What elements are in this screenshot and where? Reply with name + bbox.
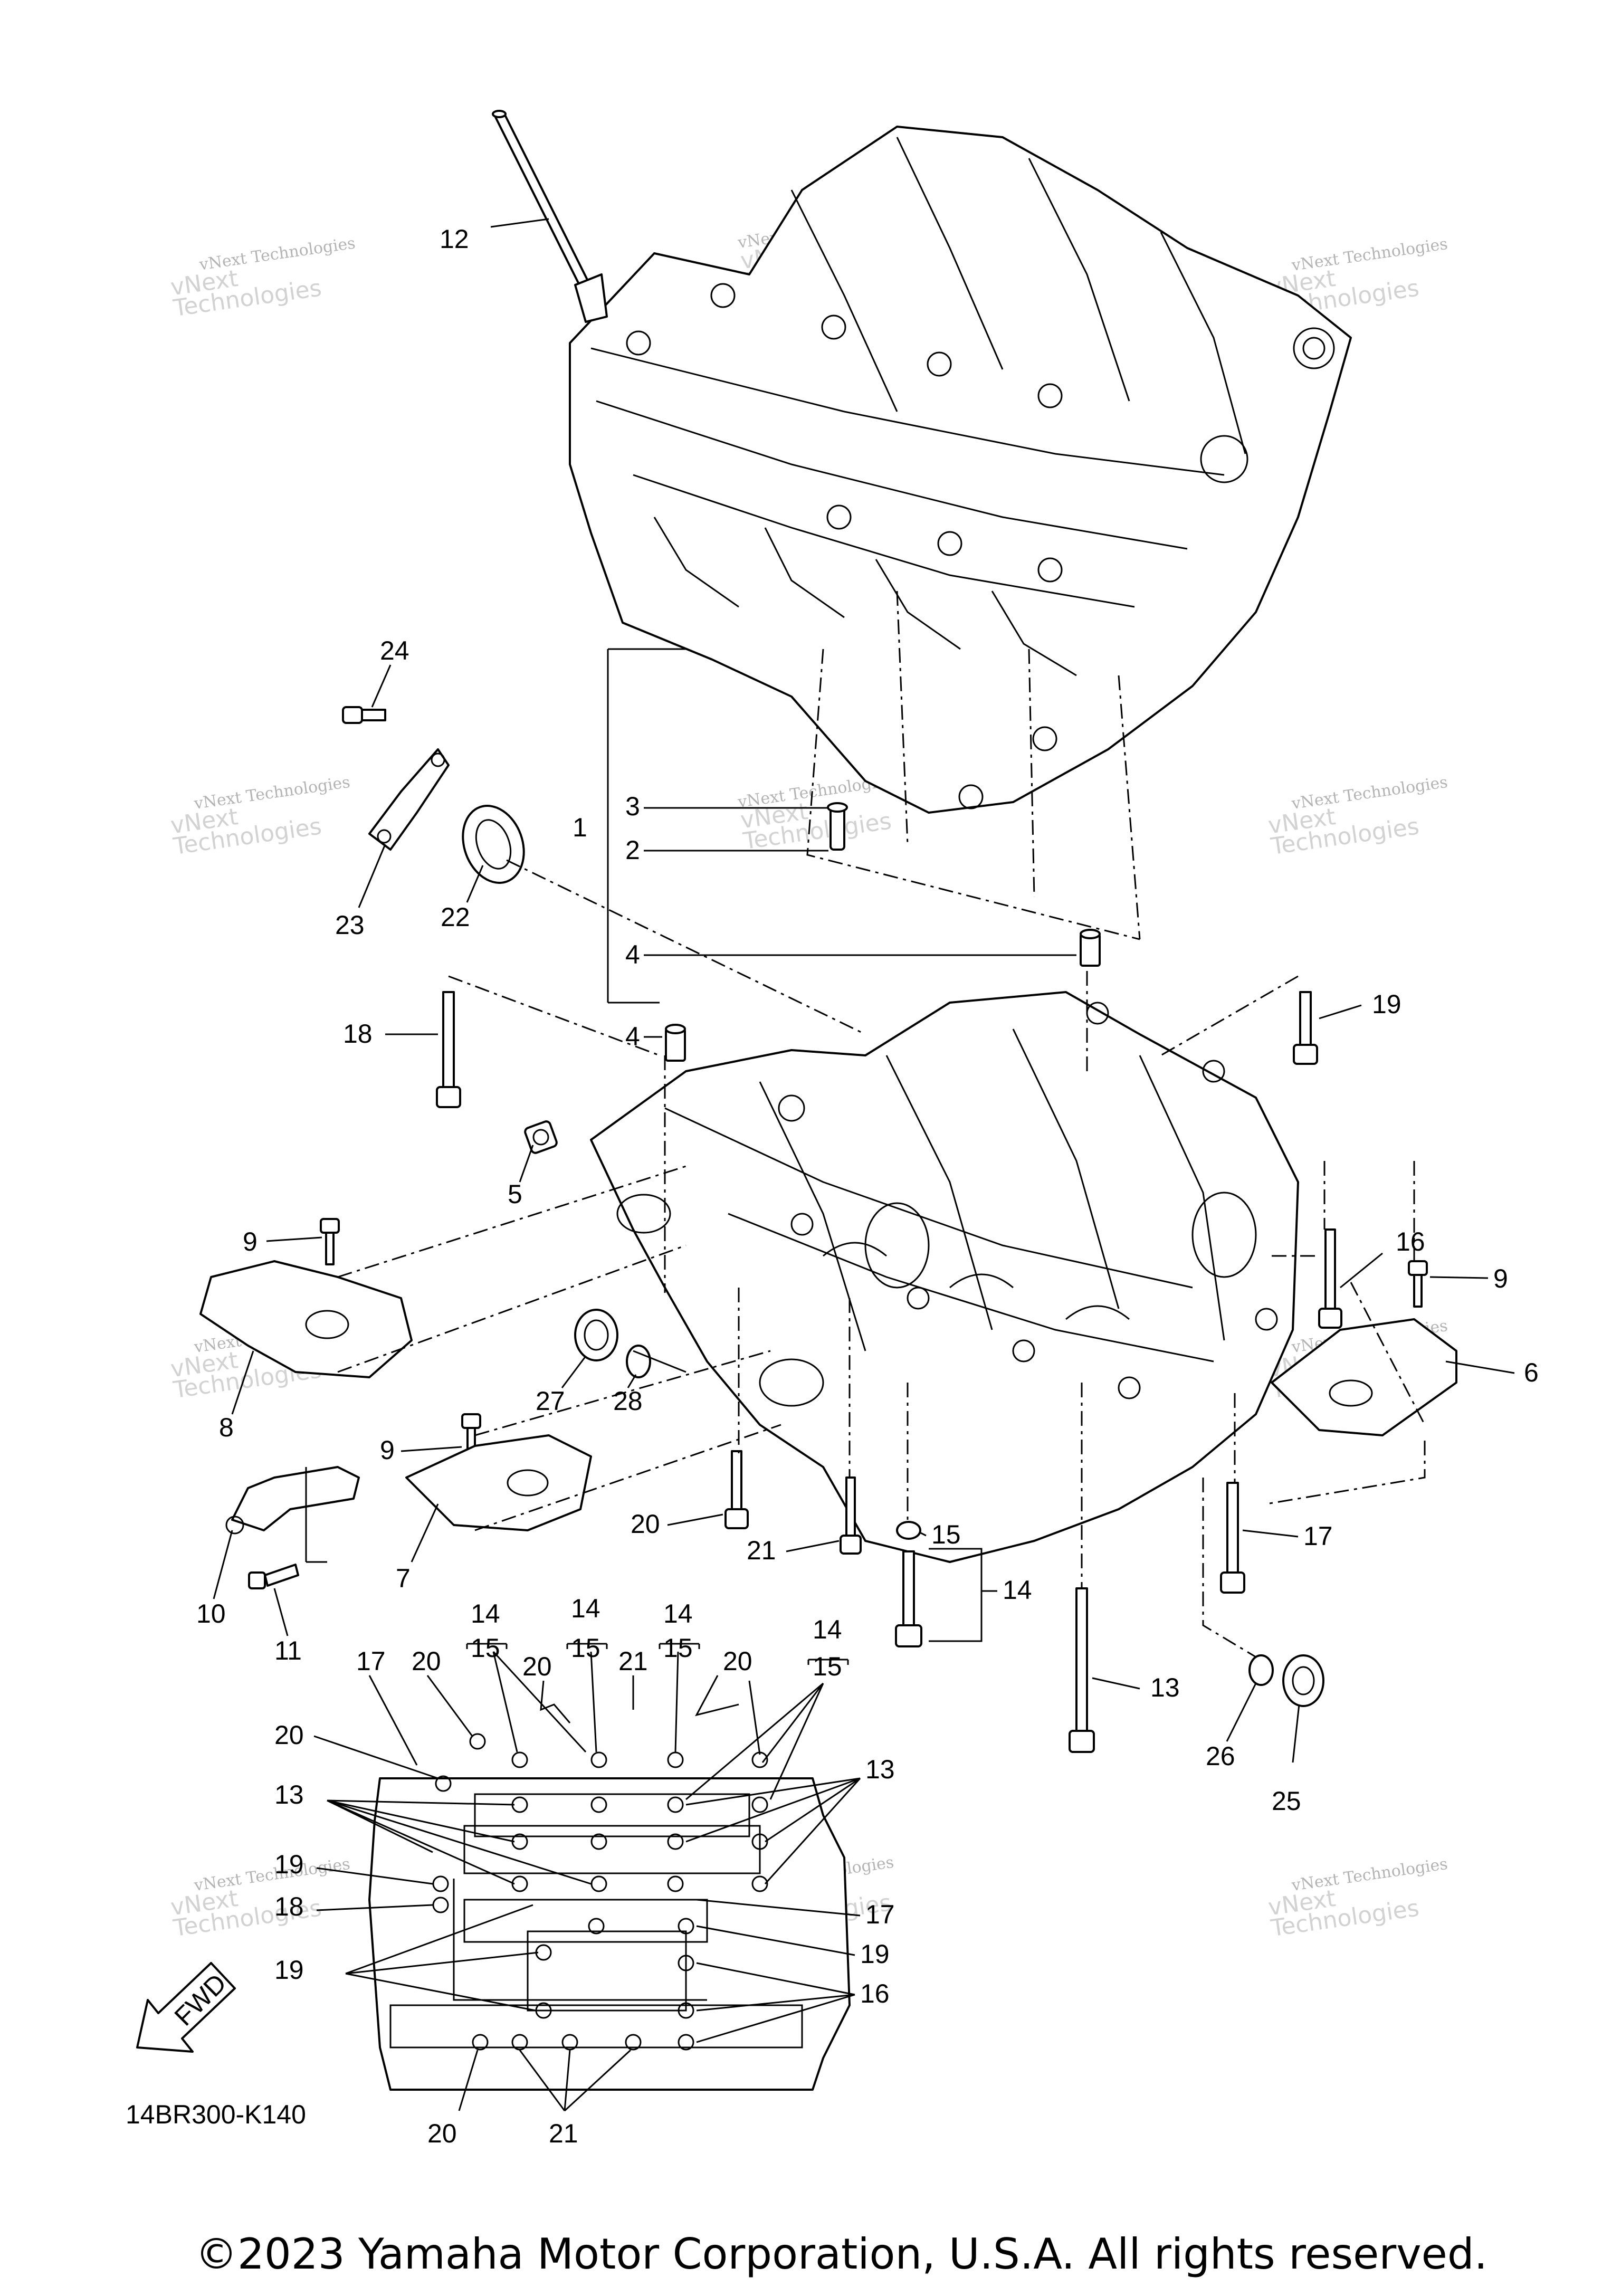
bottom-callout-19-right: 19 [860,1939,890,1969]
upper-crankcase [569,126,1352,814]
bolt-20 [724,1450,749,1529]
callout-23: 23 [335,910,365,940]
bolt-17 [1220,1482,1245,1594]
clamp-23 [368,748,450,851]
callout-8: 8 [219,1413,234,1442]
cover-6 [1271,1318,1457,1436]
bolt-24 [342,706,386,724]
plug-5 [524,1120,558,1154]
callout-12: 12 [440,224,469,254]
bottom-callout-13-left: 13 [274,1780,304,1809]
callout-labels: 12 24 23 22 1 3 2 4 4 18 19 5 9 16 9 6 8… [196,224,1539,1816]
callout-6: 6 [1524,1358,1539,1387]
callout-5: 5 [508,1179,522,1209]
bolt-21 [840,1476,862,1555]
callout-2: 2 [625,835,640,865]
callout-11: 11 [274,1636,302,1665]
callout-9-middle: 9 [380,1435,395,1465]
bottom-callout-20: 20 [522,1652,552,1681]
stud-bolt-12 [492,110,608,323]
watermark-text: vNext Technologies [1290,235,1449,275]
callout-7: 7 [396,1564,411,1593]
watermark-text: vNext Technologies [1290,773,1449,813]
callout-3: 3 [625,792,640,821]
callout-26: 26 [1206,1741,1235,1771]
cover-7 [405,1434,592,1531]
bolt-11 [248,1564,299,1589]
bolt-14 [895,1550,922,1647]
callout-4-upper: 4 [625,940,640,969]
dowel-pin-4-lower [665,1024,686,1062]
bracket-10 [225,1466,360,1535]
callout-17: 17 [1303,1521,1333,1551]
callout-25: 25 [1272,1786,1301,1816]
watermark-text: vNext Technologies [193,1855,351,1895]
forward-arrow-icon: FWD [136,1962,236,2053]
callout-9-right: 9 [1493,1264,1508,1293]
bottom-callout-18-left: 18 [274,1892,304,1921]
bolt-19 [1293,991,1318,1065]
bolt-18 [436,991,461,1108]
callout-4-lower: 4 [625,1022,640,1051]
bottom-callout-19-left-a: 19 [274,1850,304,1879]
bottom-callout-14: 14 [571,1594,600,1623]
washer-15 [896,1521,921,1540]
callout-13: 13 [1150,1673,1180,1702]
bottom-callout-17-right: 17 [865,1900,895,1929]
callout-22: 22 [441,902,470,932]
bottom-callout-21-bottom: 21 [549,2119,578,2148]
cover-8 [199,1260,413,1378]
bolt-13 [1069,1587,1095,1753]
o-ring-28 [626,1345,651,1378]
oil-seal-22 [462,805,525,884]
bottom-callout-16-right: 16 [860,1979,890,2008]
callout-27: 27 [536,1386,565,1416]
bolt-9-left [320,1218,340,1265]
plug-27 [574,1309,618,1361]
callout-9-left: 9 [243,1227,258,1256]
bolt-16 [1318,1228,1342,1329]
bottom-callout-15: 15 [571,1633,600,1663]
copyright-notice: ©2023 Yamaha Motor Corporation, U.S.A. A… [195,2230,1488,2279]
pin-2-3 [827,802,848,851]
watermark-text: vNext Technologies [193,773,351,813]
callout-14: 14 [1003,1575,1032,1605]
crankcase-bottom-view [368,1733,851,2091]
callout-28: 28 [613,1386,643,1416]
bottom-callout-21: 21 [618,1646,648,1676]
callout-1: 1 [573,813,587,842]
bottom-callout-15: 15 [471,1633,500,1663]
bottom-callout-20: 20 [723,1646,752,1676]
callout-10: 10 [196,1599,226,1628]
bottom-callout-14: 14 [813,1615,842,1644]
bottom-callout-13-right: 13 [865,1755,895,1784]
bolt-9-right [1408,1260,1428,1308]
watermark-text: vNext Technologies [198,234,357,274]
bottom-callout-14: 14 [471,1599,500,1628]
bottom-callout-20-left: 20 [274,1720,304,1750]
watermark-text: vNext Technologies [1290,1855,1449,1895]
bottom-callout-14: 14 [663,1599,693,1628]
bottom-callout-19-left-b: 19 [274,1955,304,1985]
leader-lines [213,218,1515,2112]
dowel-pin-4-upper [1080,929,1101,967]
bottom-callout-17: 17 [356,1646,386,1676]
callout-15: 15 [931,1520,961,1549]
callout-16: 16 [1396,1227,1425,1256]
bottom-callout-20-bottom: 20 [427,2119,457,2148]
gasket-26 [1248,1654,1274,1686]
bottom-callout-20: 20 [412,1646,441,1676]
callout-18: 18 [343,1019,373,1049]
bottom-callout-15: 15 [813,1652,842,1681]
diagram-code: 14BR300-K140 [126,2100,306,2129]
bottom-callout-15: 15 [663,1633,693,1663]
bottom-view-labels: 17 20 14 15 20 14 15 21 14 15 20 14 15 2… [274,1594,895,2148]
callout-21: 21 [747,1536,776,1565]
lower-crankcase [590,991,1299,1563]
callout-24: 24 [380,636,409,665]
callout-19: 19 [1372,989,1401,1019]
callout-20: 20 [631,1509,660,1539]
drain-plug-25 [1282,1654,1324,1707]
